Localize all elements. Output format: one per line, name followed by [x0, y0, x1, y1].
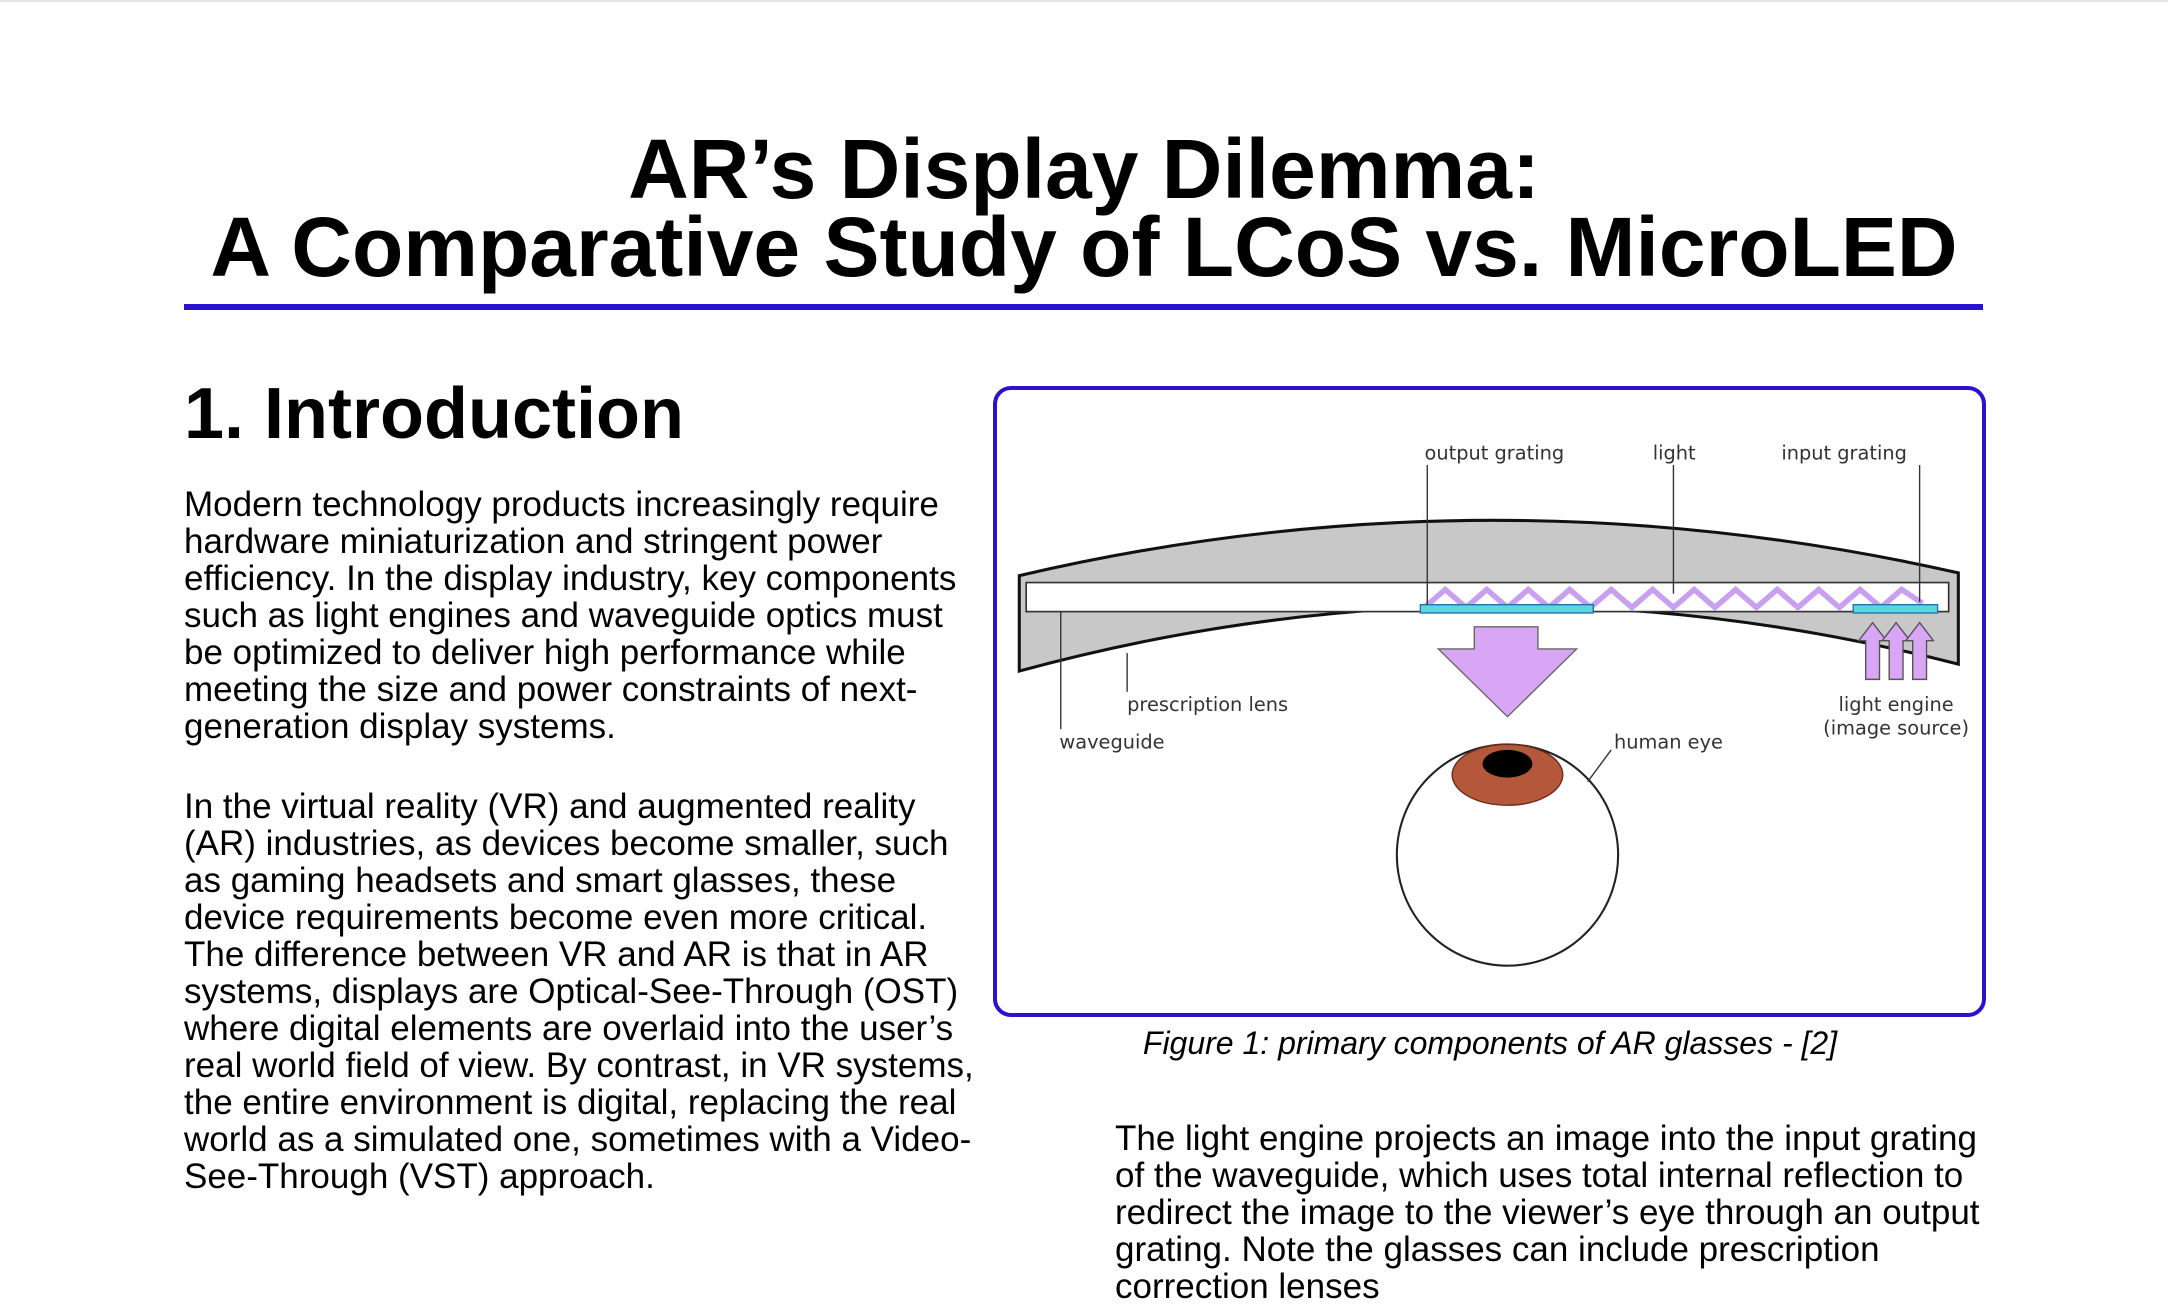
intro-paragraph-2: In the virtual reality (VR) and augmente…	[184, 787, 974, 1196]
label-output-grating: output grating	[1424, 441, 1564, 464]
label-image-source: (image source)	[1823, 717, 1969, 740]
output-arrow	[1436, 626, 1579, 718]
ar-glasses-diagram: output grating light input grating presc…	[1017, 441, 1969, 967]
pupil	[1482, 749, 1533, 778]
label-input-grating: input grating	[1781, 441, 1907, 464]
section-heading: 1. Introduction	[184, 374, 684, 454]
label-waveguide: waveguide	[1059, 731, 1164, 754]
label-human-eye: human eye	[1614, 731, 1723, 754]
figure-ar-glasses: output grating light input grating presc…	[993, 386, 1986, 1017]
output-grating-shape	[1419, 603, 1594, 614]
title-underline	[184, 304, 1983, 310]
label-light: light	[1653, 441, 1696, 464]
label-prescription-lens: prescription lens	[1127, 693, 1288, 716]
title-line-1: AR’s Display Dilemma:	[628, 122, 1540, 216]
leader-lines	[1060, 465, 1921, 783]
intro-paragraph-1: Modern technology products increasingly …	[184, 485, 957, 746]
figure-caption: Figure 1: primary components of AR glass…	[1142, 1025, 1838, 1061]
title-line-2: A Comparative Study of LCoS vs. MicroLED	[210, 200, 1958, 294]
figure-explanation-paragraph: The light engine projects an image into …	[1115, 1119, 1980, 1306]
light-engine-arrows	[1857, 621, 1935, 681]
document-title: AR’s Display Dilemma: A Comparative Stud…	[184, 122, 1984, 294]
input-grating-shape	[1852, 603, 1939, 614]
label-light-engine: light engine	[1839, 693, 1954, 716]
